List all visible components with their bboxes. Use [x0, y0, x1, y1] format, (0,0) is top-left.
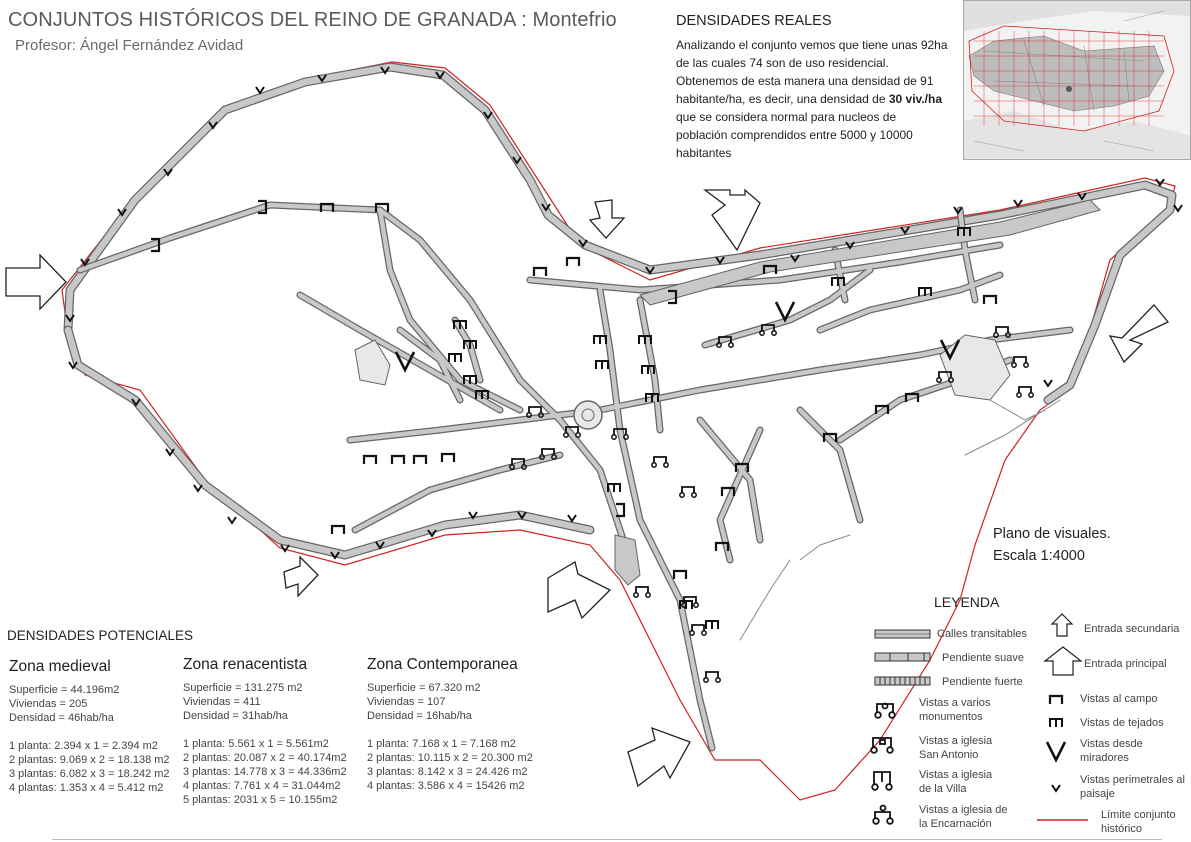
zone-planta: 1 planta: 5.561 x 1 = 5.561m2 [183, 738, 329, 750]
zone-stat: Densidad = 31hab/ha [183, 710, 288, 722]
location-inset-map [963, 0, 1191, 160]
legend-entrada-principal-label: Entrada principal [1084, 658, 1167, 670]
main-entrance-arrow-south [627, 726, 691, 788]
zone-name: Zona renacentista [183, 656, 308, 673]
zone-name: Zona Contemporanea [367, 656, 518, 673]
zone-planta: 3 plantas: 6.082 x 3 = 18.242 m2 [9, 768, 170, 780]
densidades-reales-text: Analizando el conjunto vemos que tiene u… [676, 38, 948, 160]
legend-pendiente-fuerte-label: Pendiente fuerte [942, 676, 1023, 688]
zone-planta: 4 plantas: 7.761 x 4 = 31.044m2 [183, 780, 341, 792]
secondary-entrance-arrow-north [588, 199, 626, 239]
legend-pendiente-fuerte-symbol [874, 676, 931, 686]
legend-pendiente-suave-symbol [874, 652, 931, 662]
page-subtitle: Profesor: Ángel Fernández Avidad [15, 37, 244, 54]
legend-vistas-perimetrales-label: Vistas perimetrales al paisaje [1080, 774, 1185, 800]
zone-planta: 1 planta: 7.168 x 1 = 7.168 m2 [367, 738, 516, 750]
zone-planta: 2 plantas: 20.087 x 2 = 40.174m2 [183, 752, 347, 764]
zone-renacentista: Zona renacentista Superficie = 131.275 m… [183, 656, 347, 807]
legend-pendiente-suave-label: Pendiente suave [942, 652, 1024, 664]
main-entrance-arrow-north [703, 188, 761, 252]
zone-stat: Superficie = 44.196m2 [9, 684, 120, 696]
legend-entrada-secundaria-label: Entrada secundaria [1084, 623, 1180, 635]
legend-vistas-villa-label: Vistas a iglesia de la Villa [919, 769, 993, 795]
zone-contemporanea: Zona Contemporanea Superficie = 67.320 m… [367, 656, 533, 793]
legend-vistas-tejados-label: Vistas de tejados [1080, 717, 1164, 729]
page-title: CONJUNTOS HISTÓRICOS DEL REINO DE GRANAD… [8, 9, 617, 31]
legend-vistas-perimetrales-symbol [1051, 784, 1061, 792]
plan-label-title: Plano de visuales. [993, 526, 1111, 542]
zone-planta: 2 plantas: 10.115 x 2 = 20.300 m2 [367, 752, 533, 764]
zone-name: Zona medieval [9, 658, 111, 675]
zone-planta: 1 planta: 2.394 x 1 = 2.394 m2 [9, 740, 158, 752]
zone-stat: Viviendas = 107 [367, 696, 446, 708]
main-entrance-arrow-east [1108, 304, 1170, 364]
legend-limite-label: Límite conjunto histórico [1101, 809, 1176, 835]
zone-planta: 4 plantas: 1.353 x 4 = 5.412 m2 [9, 782, 164, 794]
zone-stat: Viviendas = 205 [9, 698, 88, 710]
legend-vistas-san-antonio-symbol [870, 737, 894, 754]
bottom-rule [52, 839, 1162, 840]
legend-vistas-campo-symbol [1048, 694, 1064, 706]
zone-medieval: Zona medieval Superficie = 44.196m2 Vivi… [9, 658, 170, 795]
legend-vistas-encarnacion-label: Vistas a iglesia de la Encarnación [919, 804, 1008, 830]
legend-vistas-campo-label: Vistas al campo [1080, 693, 1158, 705]
historic-limit-line [61, 61, 1176, 801]
legend-title: LEYENDA [934, 594, 1000, 610]
legend-vistas-miradores-label: Vistas desde miradores [1080, 738, 1143, 764]
densidades-reales-title: DENSIDADES REALES [676, 13, 832, 29]
zone-stat: Superficie = 131.275 m2 [183, 682, 303, 694]
entrance-arrows [5, 188, 1170, 788]
secondary-entrance-arrow-southwest [283, 555, 319, 598]
legend-calles-transitables-symbol [874, 629, 931, 639]
legend-calles-transitables-label: Calles transitables [937, 628, 1027, 640]
legend-entrada-secundaria-symbol [1050, 613, 1074, 637]
densidades-potenciales-title: DENSIDADES POTENCIALES [7, 628, 194, 643]
main-entrance-arrow-southwest [547, 560, 612, 620]
zone-stat: Densidad = 16hab/ha [367, 710, 472, 722]
main-entrance-arrow-west [5, 253, 67, 311]
zone-stat: Densidad = 46hab/ha [9, 712, 114, 724]
zone-planta: 4 plantas: 3.586 x 4 = 15426 m2 [367, 780, 525, 792]
zone-planta: 3 plantas: 14.778 x 3 = 44.336m2 [183, 766, 347, 778]
plan-label: Plano de visuales. Escala 1:4000 [993, 523, 1111, 567]
legend-vistas-miradores-symbol [1045, 740, 1067, 762]
zone-stat: Superficie = 67.320 m2 [367, 682, 481, 694]
zone-planta: 2 plantas: 9.069 x 2 = 18.138 m2 [9, 754, 170, 766]
street-network [63, 62, 1177, 752]
legend-vistas-san-antonio-label: Vistas a iglesia San Antonio [919, 735, 993, 761]
legend-vistas-monumentos-label: Vistas a varios monumentos [919, 697, 991, 723]
legend-vistas-tejados-symbol [1049, 718, 1063, 728]
zone-stat: Viviendas = 411 [183, 696, 261, 708]
zone-planta: 3 plantas: 8.142 x 3 = 24.426 m2 [367, 766, 528, 778]
legend-vistas-monumentos-symbol [874, 702, 896, 719]
plan-label-scale: Escala 1:4000 [993, 548, 1085, 564]
legend-vistas-villa-symbol [871, 771, 893, 791]
legend-vistas-encarnacion-symbol [872, 804, 894, 825]
legend-graphics [870, 613, 1088, 825]
zone-planta: 5 plantas: 2031 x 5 = 10.155m2 [183, 794, 338, 806]
legend-entrada-principal-symbol [1043, 646, 1083, 676]
